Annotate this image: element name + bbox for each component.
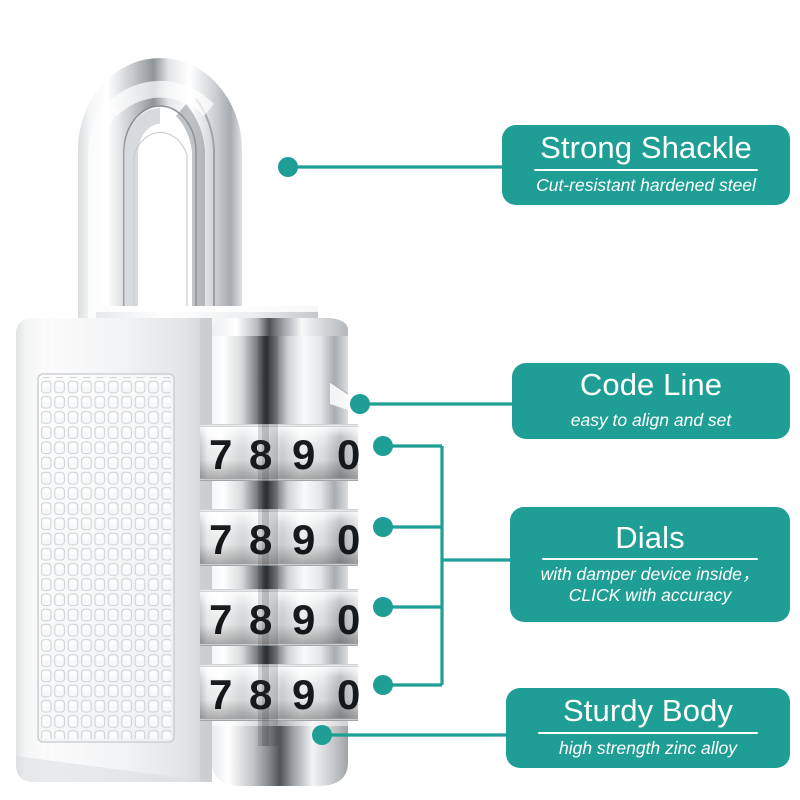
- hotspot-dot-dial-2: [373, 517, 393, 537]
- callout-underline: [537, 731, 759, 734]
- callout-title: Strong Shackle: [540, 130, 752, 166]
- hotspot-shackle[interactable]: [276, 155, 300, 179]
- hotspot-dot-dial-3: [373, 597, 393, 617]
- hotspot-dot-dial-1: [373, 436, 393, 456]
- callout-subtitle-line: easy to align and set: [570, 409, 732, 430]
- callout-subtitle-line: high strength zinc alloy: [558, 737, 738, 758]
- callout-code-line[interactable]: Code Line easy to align and set: [512, 363, 790, 439]
- hotspot-sturdy-body[interactable]: [310, 723, 334, 747]
- callout-underline: [534, 168, 758, 171]
- hotspot-dial-4[interactable]: [371, 673, 395, 697]
- hotspot-dial-3[interactable]: [371, 595, 395, 619]
- callout-sturdy-body[interactable]: Sturdy Body high strength zinc alloy: [506, 688, 790, 768]
- hotspot-dot-dial-4: [373, 675, 393, 695]
- callout-underline: [541, 558, 759, 561]
- callout-title: Sturdy Body: [563, 693, 733, 729]
- hotspot-dot-body: [312, 725, 332, 745]
- hotspot-dot-shackle: [278, 157, 298, 177]
- callout-subtitle-line: with damper device inside，: [540, 564, 760, 585]
- hotspot-code-line[interactable]: [348, 392, 372, 416]
- callout-title: Code Line: [579, 367, 723, 403]
- hotspot-dial-2[interactable]: [371, 515, 395, 539]
- callout-subtitle-line: Cut-resistant hardened steel: [536, 174, 756, 195]
- callout-strong-shackle[interactable]: Strong Shackle Cut-resistant hardened st…: [502, 125, 790, 205]
- callout-subtitle-line: CLICK with accuracy: [568, 584, 732, 605]
- hotspot-dot-code-line: [350, 394, 370, 414]
- callout-title: Dials: [615, 519, 685, 555]
- hotspot-dial-1[interactable]: [371, 434, 395, 458]
- callout-dials[interactable]: Dials with damper device inside， CLICK w…: [510, 507, 790, 622]
